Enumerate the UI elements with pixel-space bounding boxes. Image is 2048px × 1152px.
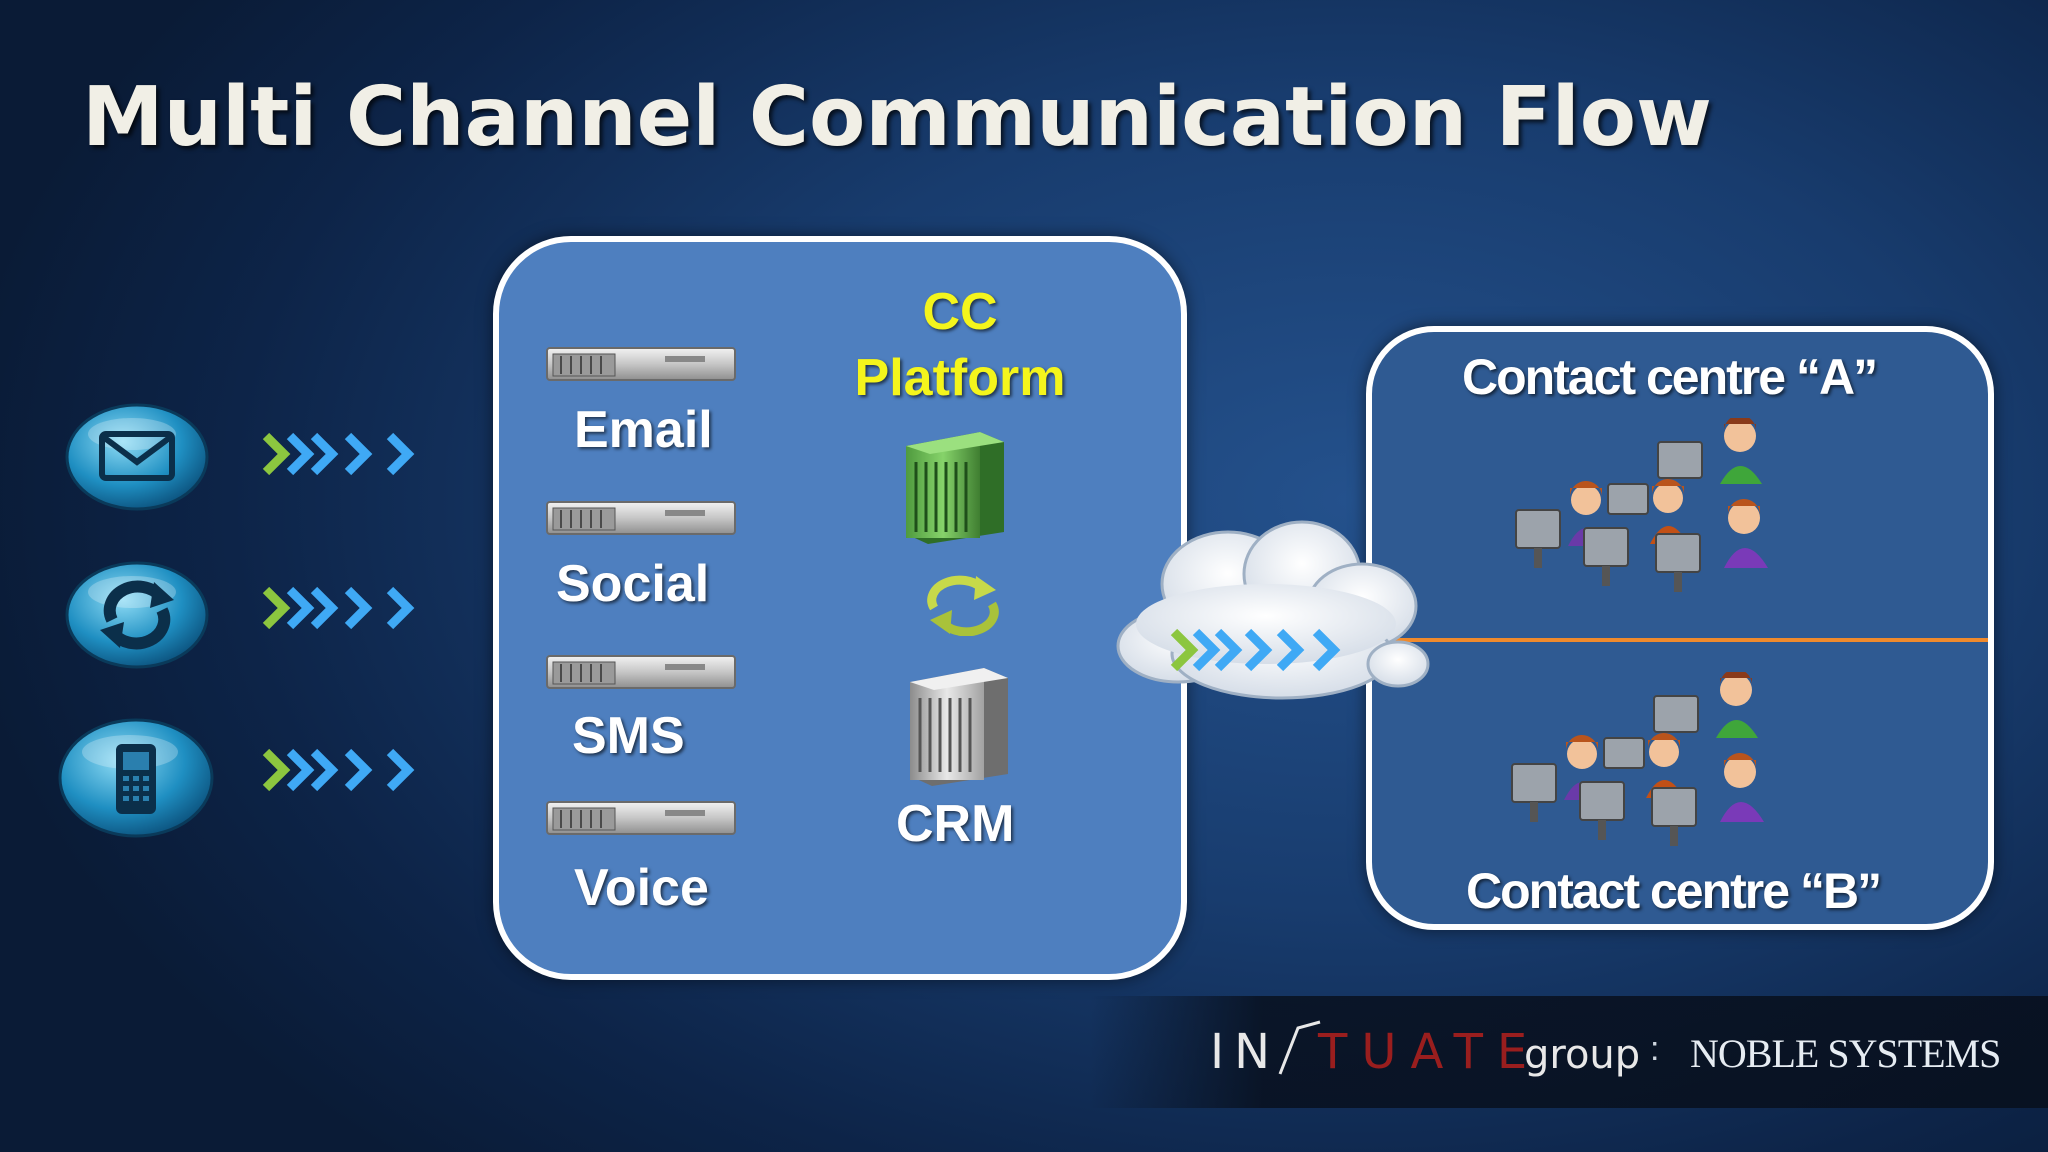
intuate-slash-icon <box>1278 1020 1321 1075</box>
channel-label-social: Social <box>556 555 710 613</box>
flow-arrow-icon <box>262 586 415 630</box>
intuate-logo-suffix: TUATE <box>1318 1024 1542 1080</box>
channel-label-sms: SMS <box>572 707 685 765</box>
intuate-logo-prefix: IN <box>1210 1024 1281 1080</box>
rack-server-icon <box>546 347 736 381</box>
noble-systems-logo: NOBLE SYSTEMS <box>1690 1031 2001 1076</box>
rack-server-icon <box>546 801 736 835</box>
rack-server-icon <box>546 655 736 689</box>
mobile-phone-icon <box>58 718 214 838</box>
slide-title: Multi Channel Communication Flow <box>82 70 1712 165</box>
crm-label: CRM <box>896 795 1015 853</box>
intuate-logo-group: group <box>1524 1032 1641 1078</box>
platform-title-line2: Platform <box>854 349 1066 407</box>
channel-label-voice: Voice <box>574 859 709 917</box>
contact-centre-b-label: Contact centre “B” <box>1466 863 1882 919</box>
sync-icon <box>927 575 999 636</box>
flow-arrow-icon <box>262 748 415 792</box>
contact-centre-divider <box>1372 638 1988 642</box>
agents-group-icon <box>1515 418 1768 592</box>
cloud-icon <box>1116 520 1430 700</box>
flow-arrow-icon <box>262 432 415 476</box>
crm-server-icon <box>910 668 1008 786</box>
channel-label-email: Email <box>574 401 713 459</box>
platform-server-icon <box>906 432 1004 544</box>
branding-footer: IN TUATE group : NOBLE SYSTEMS <box>1090 996 2048 1108</box>
rack-server-icon <box>546 501 736 535</box>
envelope-icon <box>65 403 209 511</box>
refresh-arrows-icon <box>65 561 209 669</box>
agents-group-icon <box>1511 672 1764 846</box>
contact-centre-a-label: Contact centre “A” <box>1462 349 1878 405</box>
platform-title-line1: CC <box>922 283 998 341</box>
noble-logo-separator: : <box>1650 1030 1660 1068</box>
